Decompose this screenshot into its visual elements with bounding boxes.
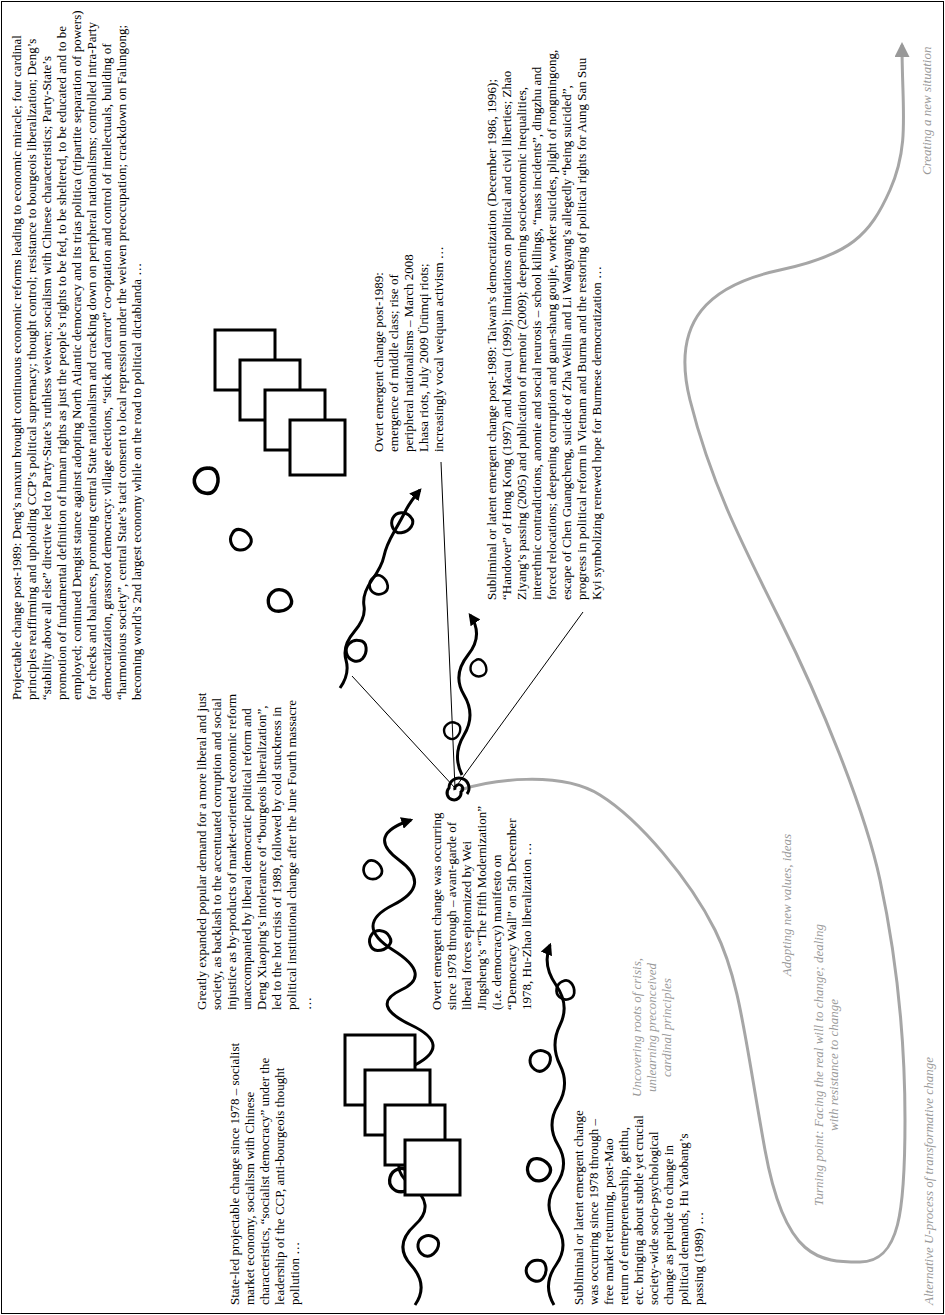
- annotation-text: Overt emergent change post-1989: emergen…: [372, 225, 447, 452]
- annotation-text: Subliminal or latent emergent change pos…: [485, 40, 605, 600]
- u-process-label: Adopting new values, ideas: [780, 800, 795, 1010]
- blob: [359, 857, 385, 883]
- centre-knot: [447, 778, 469, 800]
- stacked-square: [405, 1140, 460, 1195]
- blob: [343, 637, 369, 664]
- leader-line: [352, 676, 455, 788]
- blob: [524, 1258, 548, 1283]
- blob: [388, 509, 416, 537]
- stacked-square: [290, 420, 345, 475]
- blob: [367, 927, 394, 953]
- u-process-label: Uncovering roots of crisis, unlearning p…: [630, 955, 675, 1100]
- blob: [192, 466, 220, 495]
- wavy-chain: [340, 490, 420, 688]
- blob: [266, 588, 293, 613]
- annotation-text: Subliminal or latent emergent change was…: [572, 1110, 706, 1305]
- wavy-chain: [457, 615, 476, 775]
- u-process-label: Creating a new situation: [920, 15, 935, 175]
- annotation-text: Greatly expanded popular demand for a mo…: [195, 690, 315, 1010]
- blob: [226, 526, 255, 555]
- blob: [414, 1231, 443, 1260]
- annotation-text: State-led projectable change since 1978 …: [228, 1040, 303, 1305]
- blob: [441, 719, 463, 741]
- u-process-label: Turning point: Facing the real will to c…: [812, 915, 842, 1215]
- annotation-text: Overt emergent change was occurring sinc…: [430, 800, 535, 1010]
- blob: [523, 1155, 554, 1185]
- blob: [554, 979, 576, 1002]
- leader-line: [455, 612, 583, 788]
- u-process-label: Alternative U-process of transformative …: [922, 1000, 937, 1305]
- blob: [468, 658, 488, 679]
- blob: [366, 573, 391, 598]
- annotation-text: Projectable change post-1989: Deng’s nan…: [10, 8, 144, 700]
- blob: [526, 1046, 554, 1075]
